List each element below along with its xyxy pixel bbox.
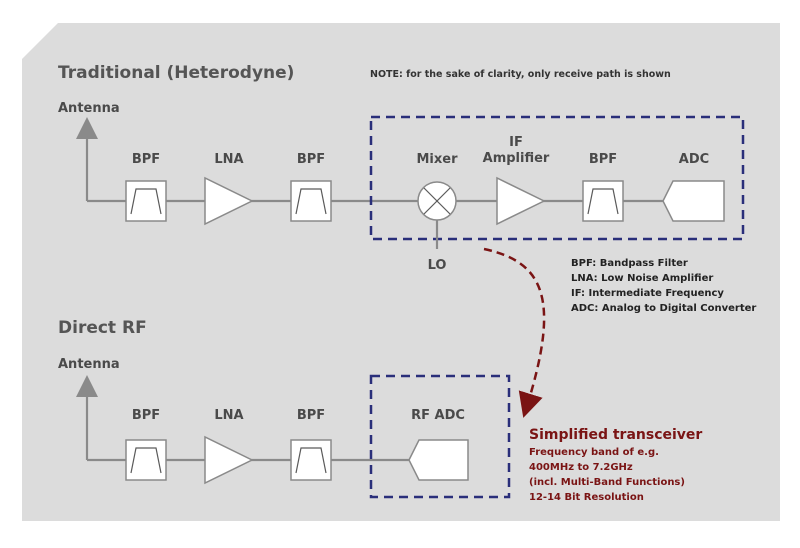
panel-background: [22, 23, 780, 521]
direct-rf-antenna-label: Antenna: [58, 357, 120, 372]
heterodyne-if-amp-label-line1: IF: [509, 135, 523, 150]
direct-rf-bpf1-label: BPF: [132, 408, 160, 423]
clarity-note: NOTE: for the sake of clarity, only rece…: [370, 69, 671, 80]
direct-rf-adc-label: RF ADC: [411, 408, 465, 423]
direct-rf-title: Direct RF: [58, 318, 147, 338]
simplified-transceiver-title: Simplified transceiver: [529, 427, 702, 443]
heterodyne-if-amp-label-line2: Amplifier: [483, 151, 550, 166]
heterodyne-lo-label: LO: [428, 258, 447, 273]
heterodyne-adc-block: [662, 180, 725, 222]
simplified-detail-line: 400MHz to 7.2GHz: [529, 462, 633, 473]
heterodyne-bpf1-block: [125, 180, 167, 222]
heterodyne-bpf1-label: BPF: [132, 152, 160, 167]
heterodyne-adc-label: ADC: [679, 152, 709, 167]
simplified-detail-line: (incl. Multi-Band Functions): [529, 477, 685, 488]
heterodyne-if-stage-dashed-box: [369, 115, 745, 241]
heterodyne-if-amplifier: [496, 176, 546, 226]
heterodyne-antenna-label: Antenna: [58, 101, 120, 116]
legend-item: BPF: Bandpass Filter: [571, 258, 688, 269]
direct-rf-bpf2-block: [290, 439, 332, 481]
heterodyne-lna-label: LNA: [214, 152, 243, 167]
heterodyne-mixer-icon: [417, 181, 457, 221]
simplified-detail-line: Frequency band of e.g.: [529, 447, 659, 458]
legend-item: IF: Intermediate Frequency: [571, 288, 724, 299]
heterodyne-mixer-label: Mixer: [416, 152, 458, 167]
direct-rf-bpf1-block: [125, 439, 167, 481]
heterodyne-bpf3-label: BPF: [589, 152, 617, 167]
abbreviation-legend: BPF: Bandpass Filter LNA: Low Noise Ampl…: [571, 258, 756, 314]
heterodyne-bpf3-block: [582, 180, 624, 222]
legend-item: LNA: Low Noise Amplifier: [571, 273, 713, 284]
heterodyne-bpf2-label: BPF: [297, 152, 325, 167]
direct-rf-lna-label: LNA: [214, 408, 243, 423]
heterodyne-title: Traditional (Heterodyne): [58, 63, 294, 83]
heterodyne-lna-amplifier: [204, 176, 254, 226]
direct-rf-adc-dashed-box: [369, 374, 511, 499]
direct-rf-lna-amplifier: [204, 435, 254, 485]
direct-rf-bpf2-label: BPF: [297, 408, 325, 423]
simplified-detail-line: 12-14 Bit Resolution: [529, 492, 644, 503]
simplified-transceiver-callout: Simplified transceiver Frequency band of…: [529, 427, 702, 503]
heterodyne-bpf2-block: [290, 180, 332, 222]
legend-item: ADC: Analog to Digital Converter: [571, 303, 756, 314]
direct-rf-adc-block: [408, 439, 469, 481]
